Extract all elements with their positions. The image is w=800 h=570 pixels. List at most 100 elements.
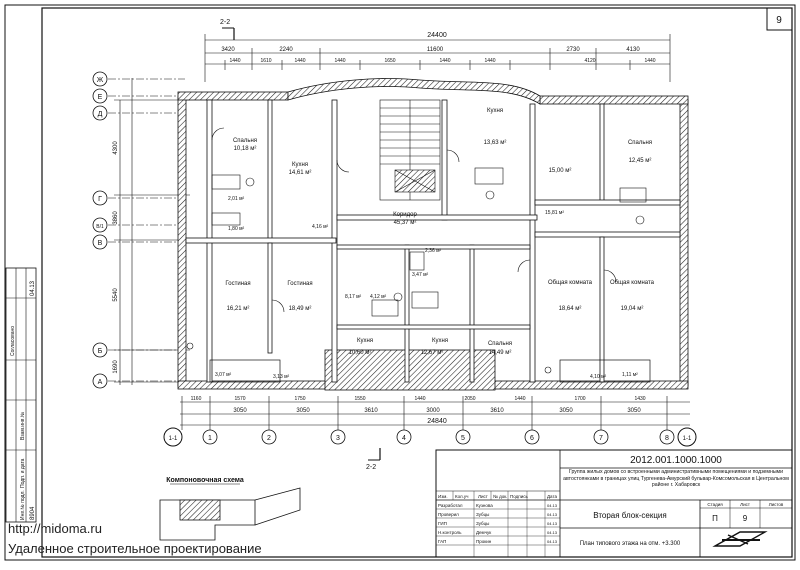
col-header-sign: Подпись <box>510 494 528 499</box>
left-seg-1: 4300 <box>113 141 119 155</box>
staff-date: 04.13 <box>547 521 558 526</box>
left-seg-4: 1690 <box>113 360 119 374</box>
axis-number-6: 6 <box>530 435 534 442</box>
room-name: Спальня <box>233 138 257 144</box>
section-mark-left: 1-1 <box>169 436 178 442</box>
staff-name: Зубцы <box>476 512 489 517</box>
col-header-izm: Изм. <box>438 494 448 499</box>
bottom-seg-4: 3000 <box>426 408 440 414</box>
project-code: 2012.001.1000.1000 <box>630 455 722 466</box>
staff-name: Прокин <box>476 539 492 544</box>
section-marks: 2-2 2-2 1-1 1-1 <box>163 19 697 471</box>
bottom-fine-6: 2050 <box>464 396 475 402</box>
area-label: 3,07 м² <box>215 372 232 378</box>
bottom-seg-2: 3050 <box>296 408 310 414</box>
stair-core <box>379 99 441 201</box>
axis-letter-a: А <box>98 379 103 386</box>
section-mark-right: 1-1 <box>683 436 692 442</box>
area-label: 4,12 м² <box>370 294 387 300</box>
axis-letter-zh: Ж <box>97 77 104 84</box>
key-plan-title: Компоновочная схема <box>166 477 244 484</box>
staff-name: Зубцы <box>476 521 489 526</box>
room-area: 18,49 м² <box>289 306 312 312</box>
axis-number-1: 1 <box>208 435 212 442</box>
col-header-date: Дата <box>547 494 557 499</box>
room-area: 10,18 м² <box>234 146 257 152</box>
stage-value: П <box>712 514 718 523</box>
room-name: Коридор <box>393 212 417 218</box>
room-area: 10,60 м² <box>349 350 372 356</box>
top-fine-4: 1440 <box>334 58 345 64</box>
top-seg-2: 2240 <box>279 47 293 53</box>
room-area: 15,00 м² <box>549 168 572 174</box>
area-label: 8,17 м² <box>345 294 362 300</box>
top-total-dim: 24400 <box>427 32 447 39</box>
top-seg-3: 11600 <box>427 47 444 53</box>
room-name: Спальня <box>488 341 512 347</box>
bottom-seg-7: 3050 <box>627 408 641 414</box>
room-area: 14,61 м² <box>289 170 312 176</box>
staff-role: ГИП <box>438 521 447 526</box>
bottom-seg-1: 3050 <box>233 408 247 414</box>
top-seg-1: 3420 <box>221 47 235 53</box>
bottom-dimensions <box>180 396 690 430</box>
top-fine-2: 1610 <box>260 58 271 64</box>
left-seg-2: 3860 <box>113 211 119 225</box>
top-seg-4: 2730 <box>566 47 580 53</box>
bottom-fine-5: 1440 <box>414 396 425 402</box>
fixtures <box>186 127 647 374</box>
section-mark-top: 2-2 <box>220 19 230 26</box>
axis-number-2: 2 <box>267 435 271 442</box>
sheet-number-box <box>766 7 793 31</box>
staff-name: Кузнова <box>476 503 493 508</box>
interior-walls <box>185 99 681 383</box>
col-header-doc: № док. <box>493 494 507 499</box>
room-area: 19,04 м² <box>621 306 644 312</box>
axis-letter-e: Е <box>98 94 103 101</box>
staff-role: Н.контроль <box>438 530 462 535</box>
axis-number-4: 4 <box>402 435 406 442</box>
bottom-seg-5: 3610 <box>490 408 504 414</box>
top-fine-1: 1440 <box>229 58 240 64</box>
room-name: Общая комната <box>548 280 593 286</box>
side-stamp-inv-number: 8904 <box>30 506 36 520</box>
axis-letter-v: В <box>98 240 103 247</box>
area-label: 2,01 м² <box>228 196 245 202</box>
inner-frame <box>41 7 793 558</box>
bottom-fine-4: 1550 <box>354 396 365 402</box>
left-dimensions <box>114 78 190 385</box>
sheet-header: Лист <box>740 502 750 507</box>
side-stamp: Согласовано Взам.инв.№ Подп. и дата Инв.… <box>5 267 37 523</box>
top-fine-9: 1440 <box>644 58 655 64</box>
axis-number-5: 5 <box>461 435 465 442</box>
top-dimensions <box>204 34 671 82</box>
room-name: Гостиная <box>287 281 312 287</box>
room-name: Кухня <box>357 338 373 344</box>
axis-letter-g: Г <box>98 196 102 203</box>
room-area: 12,45 м² <box>629 158 652 164</box>
bottom-fine-2: 1570 <box>234 396 245 402</box>
room-labels: Спальня 10,18 м² Кухня 14,61 м² Кухня 13… <box>225 108 654 356</box>
key-plan: Компоновочная схема <box>159 477 301 541</box>
balcony-left <box>209 359 281 383</box>
area-label: 3,47 м² <box>412 272 429 278</box>
side-stamp-agreed: Согласовано <box>10 326 16 356</box>
axis-letter-d: Д <box>98 111 103 118</box>
col-header-list: Лист <box>478 494 488 499</box>
side-stamp-date: 04.13 <box>30 280 36 296</box>
area-labels: 2,01 м² 1,80 м² 4,16 м² 8,17 м² 4,12 м² … <box>215 196 638 380</box>
staff-date: 04.13 <box>547 512 558 517</box>
bottom-fine-3: 1750 <box>294 396 305 402</box>
staff-role: Проверил <box>438 512 459 517</box>
staff-date: 04.13 <box>547 539 558 544</box>
room-area: 16,21 м² <box>227 306 250 312</box>
area-label: 4,10 м² <box>590 374 607 380</box>
top-fine-7: 1440 <box>484 58 495 64</box>
watermark-url: http://midoma.ru <box>8 521 102 536</box>
bottom-seg-6: 3050 <box>559 408 573 414</box>
top-fine-3: 1440 <box>294 58 305 64</box>
section-title: Вторая блок-секция <box>593 511 666 520</box>
room-name: Гостиная <box>225 281 250 287</box>
side-stamp-inv: Инв.№ подл. <box>20 490 26 520</box>
